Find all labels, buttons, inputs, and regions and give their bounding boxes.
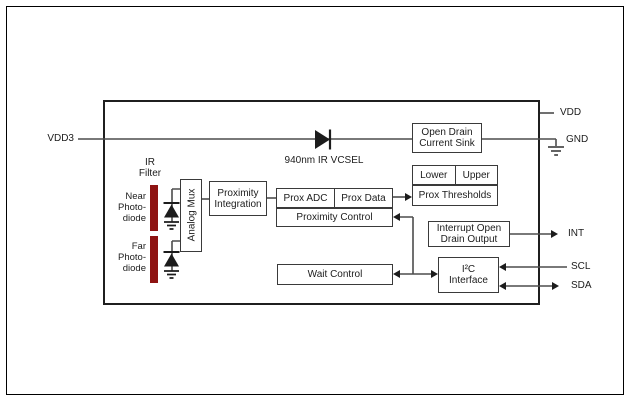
prox-data-cell: Prox Data bbox=[334, 189, 392, 207]
control-wire bbox=[400, 216, 414, 274]
arrow-sda-into-i2c bbox=[499, 282, 506, 290]
arrow-into-i2c-left bbox=[431, 270, 438, 278]
vcsel-diode-icon bbox=[315, 129, 332, 150]
pin-label-sda: SDA bbox=[571, 280, 592, 291]
proximity-control-block: Proximity Control bbox=[276, 208, 393, 227]
ir-filter-label: IR Filter bbox=[138, 157, 162, 179]
arrow-scl-into-i2c bbox=[499, 263, 506, 271]
pin-label-vdd3: VDD3 bbox=[47, 133, 74, 144]
open-drain-current-sink-block: Open Drain Current Sink bbox=[412, 123, 482, 153]
prox-thresholds-block: Prox Thresholds bbox=[412, 185, 498, 206]
gnd-pin-symbol bbox=[548, 146, 564, 156]
near-photodiode-label: Near Photo- diode bbox=[118, 191, 146, 224]
interrupt-open-drain-output-block: Interrupt Open Drain Output bbox=[428, 221, 510, 247]
pin-label-scl: SCL bbox=[571, 261, 591, 272]
upper-threshold-cell: Upper bbox=[454, 166, 498, 184]
i2c-interface-block: I²C Interface bbox=[438, 257, 499, 293]
arrow-into-proximity-control bbox=[393, 213, 400, 221]
pin-label-vdd: VDD bbox=[560, 107, 582, 118]
arrow-into-wait-control bbox=[393, 270, 400, 278]
chip-boundary bbox=[103, 100, 540, 305]
near-photodiode-icon bbox=[163, 202, 180, 230]
proximity-integration-block: Proximity Integration bbox=[209, 181, 267, 216]
ir-filter-bar-near bbox=[150, 185, 158, 231]
lower-threshold-cell: Lower bbox=[420, 169, 448, 181]
far-photodiode-icon bbox=[163, 251, 180, 279]
arrowheads bbox=[393, 193, 559, 290]
wait-control-block: Wait Control bbox=[277, 264, 393, 285]
threshold-registers-block: Lower Upper bbox=[412, 165, 498, 185]
prox-adc-data-block: Prox ADC Prox Data bbox=[276, 188, 393, 208]
pin-label-gnd: GND bbox=[566, 134, 589, 145]
arrow-into-thresholds bbox=[405, 193, 412, 201]
arrow-to-int-pin bbox=[551, 230, 558, 238]
analog-mux-block bbox=[180, 179, 202, 252]
far-photodiode-label: Far Photo- diode bbox=[118, 241, 146, 274]
prox-adc-cell: Prox ADC bbox=[283, 192, 328, 204]
analog-mux-label: Analog Mux bbox=[186, 188, 197, 242]
arrow-sda-to-pin bbox=[552, 282, 559, 290]
pin-label-int: INT bbox=[568, 228, 585, 239]
page-border bbox=[6, 6, 624, 395]
ir-filter-bar-far bbox=[150, 236, 158, 283]
vcsel-label: 940nm IR VCSEL bbox=[284, 155, 364, 166]
